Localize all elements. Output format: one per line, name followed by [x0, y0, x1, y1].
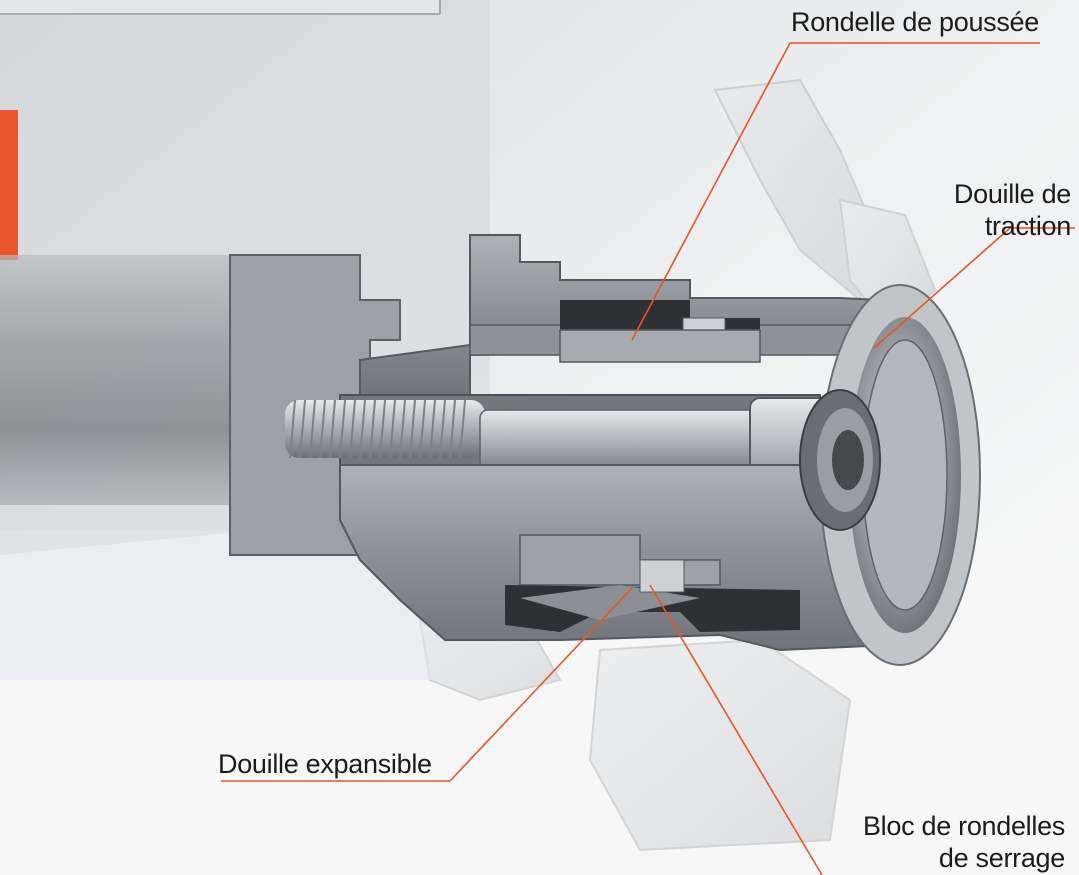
- orange-tab-marker: [0, 110, 18, 260]
- label-douille-de-traction: Douille de traction: [954, 178, 1071, 242]
- label-douille-expansible: Douille expansible: [218, 748, 432, 780]
- label-bloc-de-rondelles-line2: de serrage: [938, 843, 1065, 873]
- label-rondelle-de-poussee-text: Rondelle de poussée: [791, 7, 1039, 37]
- label-bloc-de-rondelles-line1: Bloc de rondelles: [862, 811, 1065, 841]
- label-douille-expansible-text: Douille expansible: [218, 749, 432, 779]
- label-douille-de-traction-line2: traction: [984, 211, 1071, 241]
- bolt-thread: [285, 399, 485, 459]
- label-bloc-de-rondelles-de-serrage: Bloc de rondelles de serrage: [863, 810, 1065, 874]
- label-rondelle-de-poussee: Rondelle de poussée: [791, 6, 1039, 38]
- label-douille-de-traction-line1: Douille de: [953, 179, 1071, 209]
